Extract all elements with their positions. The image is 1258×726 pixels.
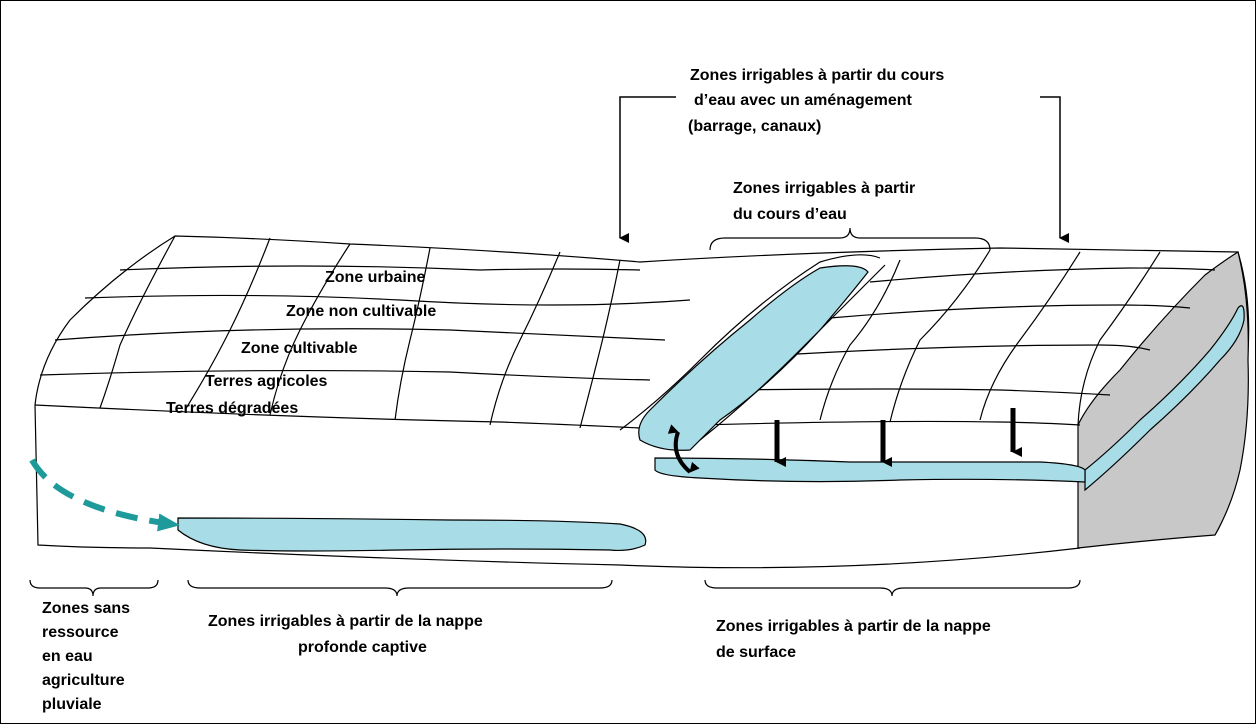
- label-zone-cultivable: Zone cultivable: [241, 340, 358, 357]
- river-brace: [709, 227, 991, 251]
- label-zone-non-cultivable: Zone non cultivable: [286, 303, 436, 320]
- label-top-1: Zones irrigables à partir du cours: [690, 67, 944, 84]
- infiltration-arrows: [774, 408, 1022, 467]
- surface-aquifer: [654, 457, 1086, 483]
- label-nappe-surface-2: de surface: [716, 644, 796, 661]
- label-sans-4: agriculture: [42, 672, 125, 689]
- label-sans-1: Zones sans: [42, 600, 130, 617]
- label-top-3: (barrage, canaux): [688, 118, 821, 135]
- field-grid: [34, 235, 1216, 429]
- runoff-arrow: [29, 458, 180, 532]
- river-bank-2: [699, 264, 886, 441]
- label-nappe-surface-1: Zones irrigables à partir de la nappe: [716, 618, 991, 635]
- exchange-arrow: [667, 424, 700, 474]
- label-river-2: du cours d’eau: [733, 206, 847, 223]
- label-terres-agricoles: Terres agricoles: [205, 373, 328, 390]
- label-nappe-profonde-1: Zones irrigables à partir de la nappe: [208, 613, 483, 630]
- sans-ressource-brace: [29, 579, 159, 597]
- label-top-2: d’eau avec un aménagement: [694, 92, 913, 109]
- river-bank: [619, 254, 881, 431]
- label-sans-5: pluviale: [42, 696, 102, 713]
- label-sans-3: en eau: [42, 648, 93, 665]
- label-zone-urbaine: Zone urbaine: [325, 269, 426, 286]
- label-sans-2: ressource: [42, 624, 119, 641]
- label-nappe-profonde-2: profonde captive: [298, 639, 427, 656]
- deep-aquifer: [177, 517, 647, 552]
- top-bracket: [619, 96, 1069, 243]
- label-river-1: Zones irrigables à partir: [733, 180, 915, 197]
- nappe-profonde-brace: [187, 579, 613, 597]
- label-terres-degradees: Terres dégradées: [166, 400, 298, 417]
- rock-water-vein: [1084, 305, 1245, 492]
- nappe-surface-brace: [704, 579, 1081, 597]
